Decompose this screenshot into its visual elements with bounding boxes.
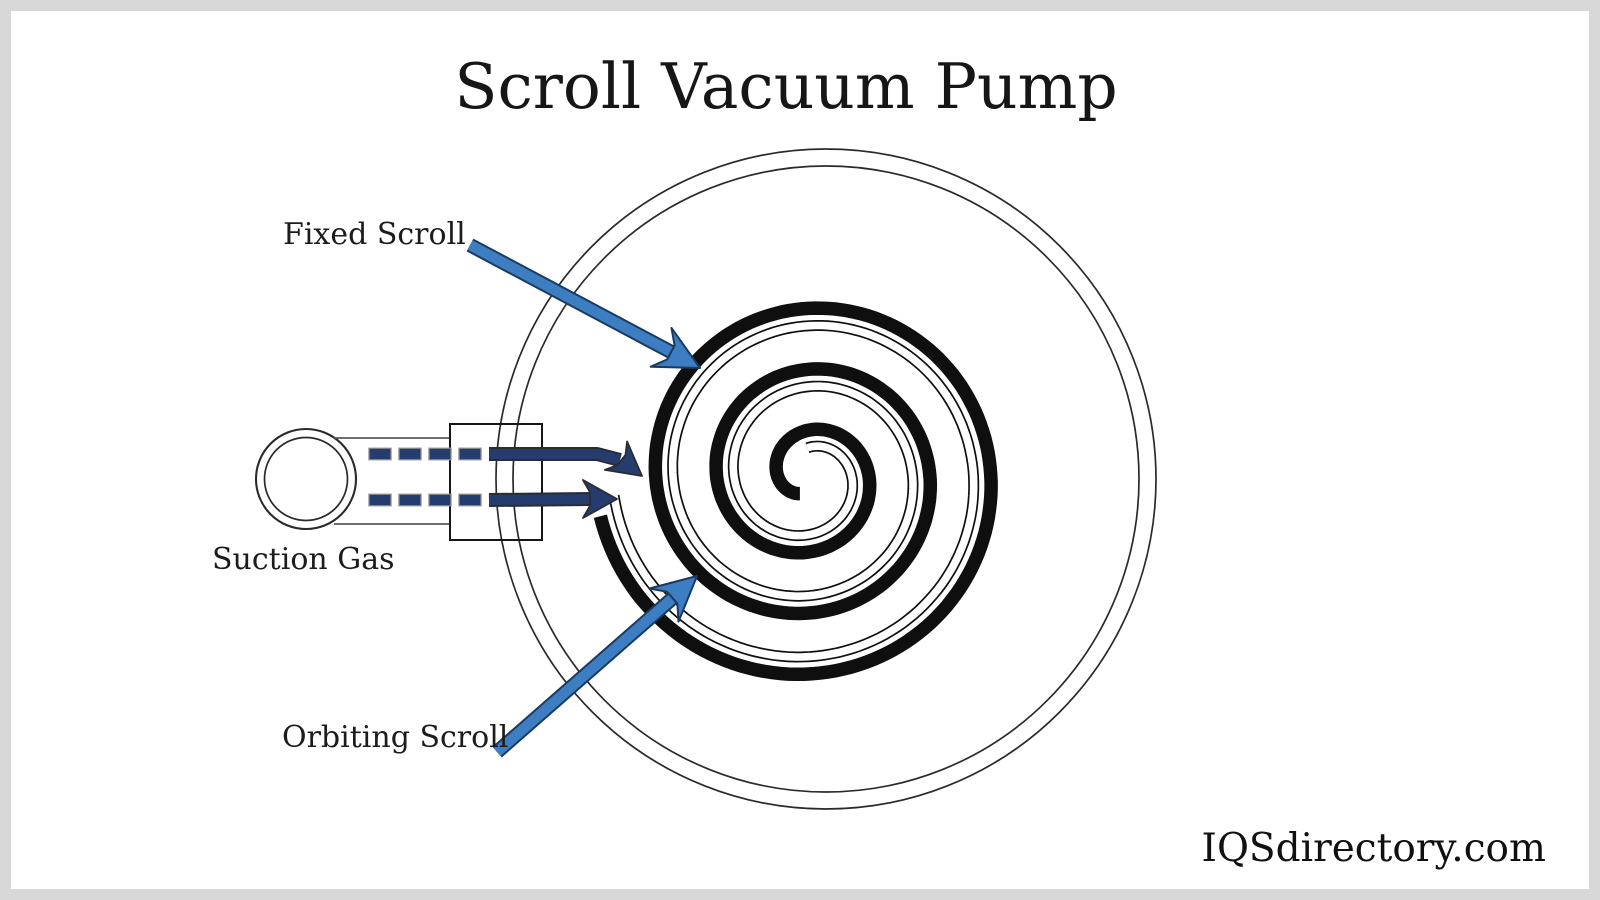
suction-dash [368,493,392,507]
fixed-scroll-arrow-shaft [467,240,676,358]
suction-arrow-lower-dashes [368,493,482,507]
suction-dash [398,493,422,507]
suction-arrow-lower-shaft [488,494,593,505]
fixed-scroll-label: Fixed Scroll [283,217,466,252]
orbiting-scroll-arrow-shaft [493,593,678,756]
inlet-flange-inner-circle [263,436,349,522]
suction-arrow-upper-dashes [368,447,482,461]
orbiting-scroll-label: Orbiting Scroll [282,720,509,755]
suction-arrow-upper-shaft [489,449,622,465]
suction-dash [428,447,452,461]
inlet-flange-outer-circle [254,427,358,531]
housing-inner-circle [512,165,1140,793]
suction-dash [458,447,482,461]
suction-dash [428,493,452,507]
suction-arrow-lower-head [582,479,618,519]
orbiting-scroll-spiral-channel [608,321,978,661]
fixed-scroll-arrow-head [649,326,701,369]
watermark-text: IQSdirectory.com [1201,826,1546,871]
orbiting-scroll-arrow-head [648,575,698,623]
suction-dash [458,493,482,507]
suction-dash [398,447,422,461]
page-title: Scroll Vacuum Pump [454,50,1118,123]
fixed-scroll-spiral [593,301,998,682]
suction-arrow-upper-head [604,440,643,477]
suction-dash [368,447,392,461]
housing-outer-circle [495,148,1157,810]
suction-gas-label: Suction Gas [212,542,395,577]
inlet-block [449,423,543,541]
